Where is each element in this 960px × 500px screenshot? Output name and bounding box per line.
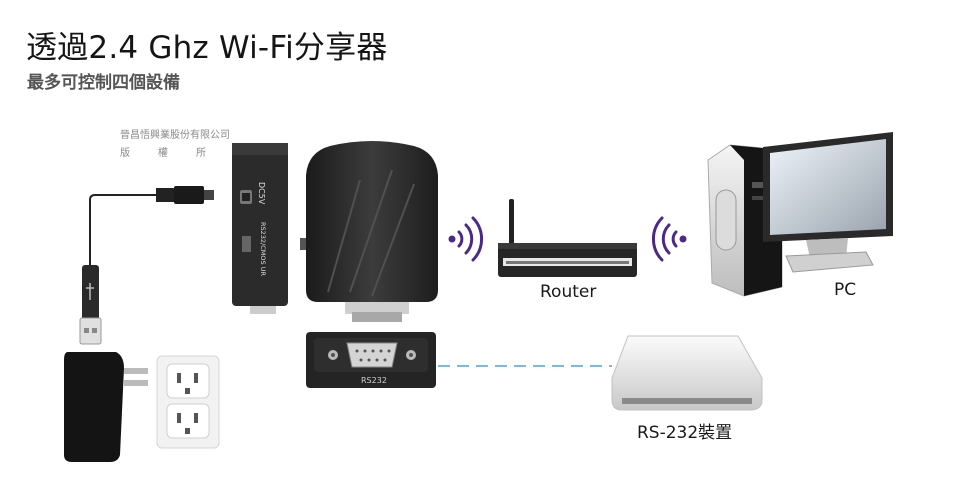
rs232-device xyxy=(611,335,763,411)
rs232-port-label: RS232 xyxy=(361,376,387,385)
controller-side: DC5V RS232/CMOS UR xyxy=(232,143,288,314)
wall-outlet xyxy=(156,355,220,449)
copyright-company: 晉昌悟興業股份有限公司 xyxy=(120,130,230,141)
page-subtitle: 最多可控制四個設備 xyxy=(27,73,180,93)
wifi-signal-icon xyxy=(448,216,484,262)
rs232-connector: RS232 xyxy=(306,332,436,388)
pc-monitor xyxy=(763,132,893,273)
router xyxy=(498,199,637,277)
rs232-device-label: RS-232裝置 xyxy=(637,423,733,443)
page-title: 透過2.4 Ghz Wi-Fi分享器 xyxy=(26,30,388,66)
dc-port-label: DC5V xyxy=(257,182,266,205)
pc-label: PC xyxy=(834,280,857,300)
copyright-rights: 版權所有 xyxy=(120,148,272,159)
controller-top xyxy=(300,141,438,322)
wifi-signal-icon xyxy=(651,216,687,262)
mode-switch-label: RS232/CMOS UR xyxy=(259,222,267,276)
router-label: Router xyxy=(540,282,597,302)
usb-icon xyxy=(86,283,94,300)
